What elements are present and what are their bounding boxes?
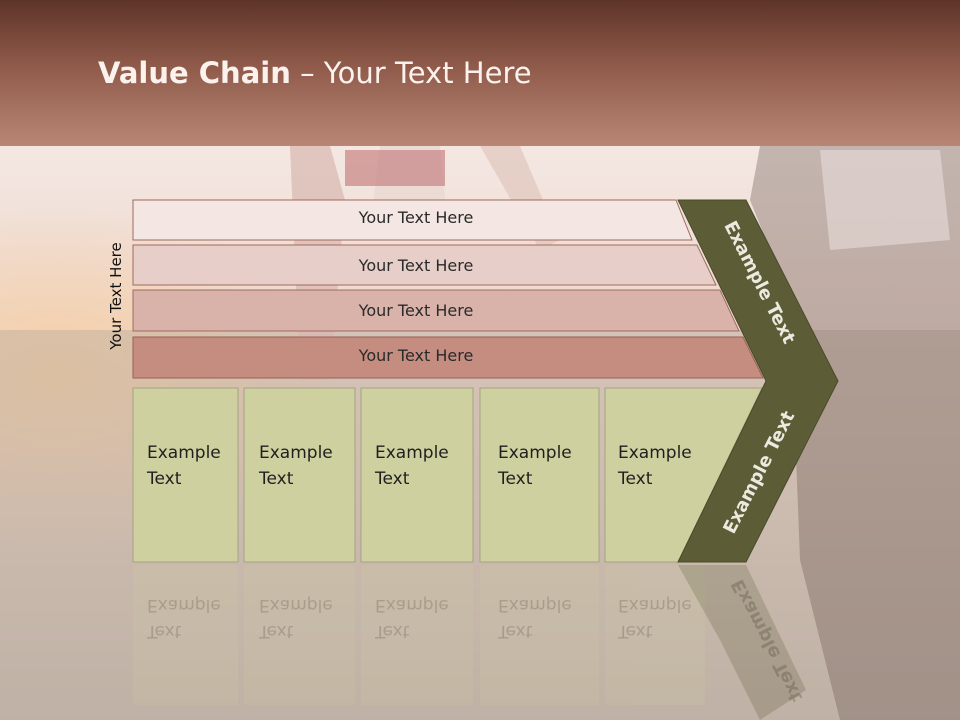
band-2-text[interactable]: Your Text Here [358, 256, 474, 275]
slide-title[interactable]: Value Chain – Your Text Here [98, 56, 532, 90]
band-3[interactable] [132, 289, 740, 332]
band-4-text[interactable]: Your Text Here [358, 346, 474, 365]
title-bar [0, 0, 960, 146]
band-1[interactable] [132, 199, 693, 241]
column-4[interactable] [479, 387, 600, 563]
band-3-text[interactable]: Your Text Here [358, 301, 474, 320]
column-2[interactable] [243, 387, 356, 563]
band-2[interactable] [132, 244, 717, 286]
band-1-text[interactable]: Your Text Here [358, 208, 474, 227]
chevron-arrow[interactable] [677, 199, 839, 563]
band-4[interactable] [132, 336, 764, 379]
column-3[interactable] [360, 387, 474, 563]
column-1[interactable] [132, 387, 239, 563]
